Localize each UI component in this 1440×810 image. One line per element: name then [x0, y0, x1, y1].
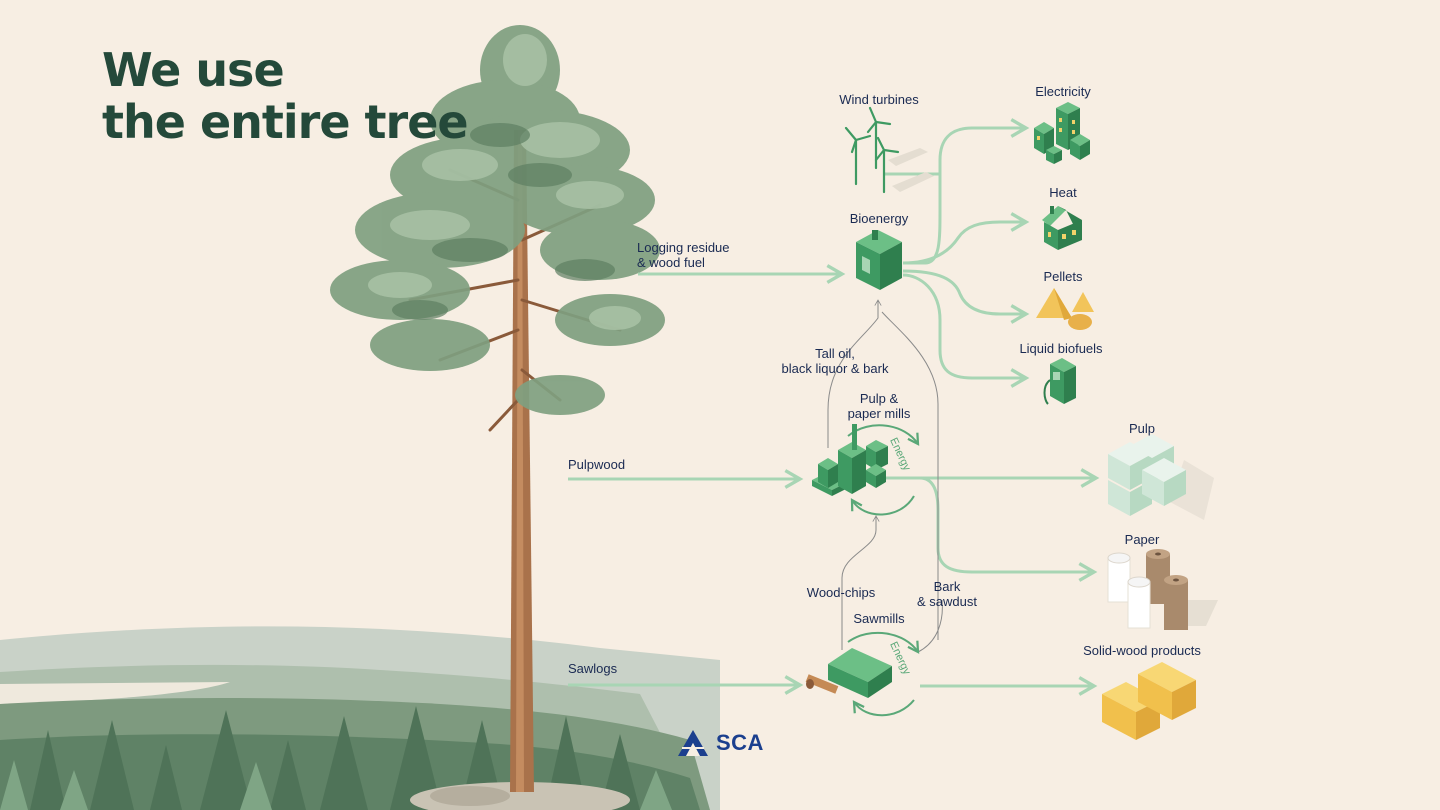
pulp-paper-mills-line-2: paper mills [847, 406, 911, 421]
sca-logo-text: SCA [716, 730, 764, 755]
pine-tree [330, 25, 665, 792]
bark-sawdust-line-1: Bark [933, 579, 961, 594]
sca-logo: SCA [676, 728, 764, 758]
solid-wood-label: Solid-wood products [1083, 643, 1201, 658]
output-flows [885, 118, 1100, 696]
tall-oil-line-2: black liquor & bark [781, 361, 889, 376]
bark-sawdust-label: Bark & sawdust [917, 579, 977, 609]
logging-residue-line-1: Logging residue [637, 240, 730, 255]
pulp-paper-mills-line-1: Pulp & [859, 391, 899, 406]
pulpwood-label: Pulpwood [568, 457, 626, 472]
pulp-paper-mill-icon [812, 424, 888, 496]
pulp-paper-mills-label: Pulp & paper mills [848, 391, 911, 421]
pellets-label: Pellets [1043, 269, 1083, 284]
tall-oil-line-1: Tall oil, [815, 346, 855, 361]
electricity-town-icon [1034, 102, 1090, 164]
title-line-2: the entire tree [102, 95, 469, 149]
solid-wood-stacks-icon [1102, 662, 1196, 740]
wood-chips-label: Wood-chips [806, 585, 876, 600]
liquid-biofuels-label: Liquid biofuels [1019, 341, 1103, 356]
paper-rolls-icon [1107, 549, 1218, 630]
bioenergy-label: Bioenergy [849, 211, 909, 226]
sawmills-label: Sawmills [853, 611, 905, 626]
page-title: We use the entire tree [102, 43, 469, 149]
pellets-icon [1036, 288, 1094, 330]
bark-sawdust-line-2: & sawdust [917, 594, 977, 609]
biofuel-pump-icon [1043, 358, 1076, 405]
logging-residue-label: Logging residue & wood fuel [637, 240, 730, 270]
pulp-bales-icon [1108, 434, 1214, 520]
tall-oil-label: Tall oil, black liquor & bark [782, 346, 889, 376]
heat-label: Heat [1049, 185, 1077, 200]
electricity-label: Electricity [1035, 84, 1091, 99]
pulp-label: Pulp [1128, 421, 1156, 436]
logging-residue-line-2: & wood fuel [637, 255, 705, 270]
wind-turbines-icon [844, 106, 934, 194]
bioenergy-plant-icon [856, 230, 902, 290]
sawmill-icon [805, 648, 892, 698]
wind-turbines-label: Wind turbines [839, 92, 919, 107]
sawlogs-label: Sawlogs [568, 661, 618, 676]
title-line-1: We use [102, 43, 285, 97]
sca-logo-mark-icon [678, 730, 708, 756]
forest-landscape [0, 626, 720, 810]
paper-label: Paper [1124, 532, 1160, 547]
heat-house-icon [1042, 206, 1082, 250]
byproduct-flows [827, 299, 943, 653]
input-flows [568, 264, 846, 695]
